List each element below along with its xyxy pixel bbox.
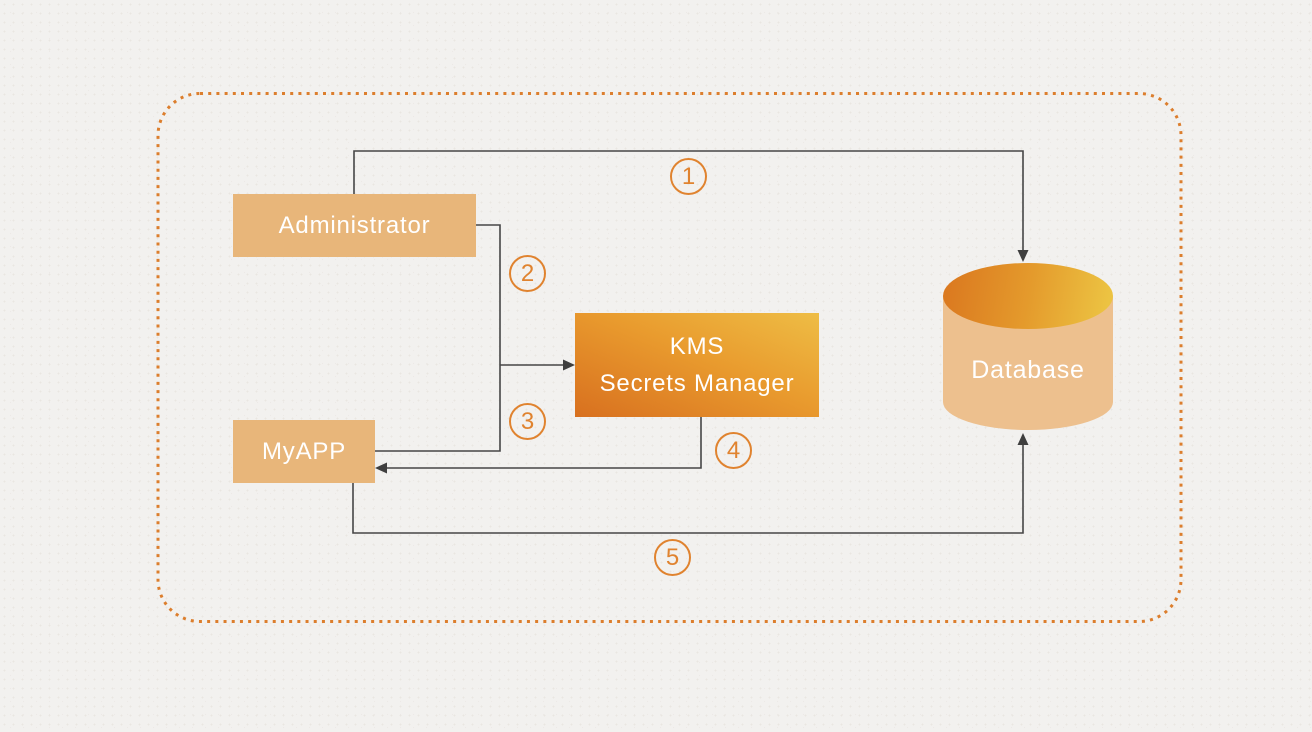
administrator-label: Administrator bbox=[278, 211, 431, 239]
connector-1 bbox=[353, 150, 1024, 251]
kms-label: KMS Secrets Manager bbox=[599, 332, 795, 397]
kms-secrets-manager-node: KMS Secrets Manager bbox=[575, 313, 819, 417]
dotted-boundary bbox=[156, 92, 1183, 623]
arrowhead-down-icon bbox=[1017, 250, 1029, 262]
step-badge-5: 5 bbox=[654, 539, 691, 576]
arrowhead-up-icon bbox=[1017, 433, 1029, 445]
myapp-node: MyAPP bbox=[233, 420, 375, 483]
connector-4 bbox=[387, 417, 702, 469]
arrowhead-left-icon bbox=[375, 462, 387, 474]
step-badge-1: 1 bbox=[670, 158, 707, 195]
myapp-label: MyAPP bbox=[261, 437, 346, 465]
connector-5 bbox=[352, 444, 1024, 534]
step-badge-4: 4 bbox=[715, 432, 752, 469]
database-node: Database bbox=[943, 263, 1113, 430]
database-cylinder-top bbox=[943, 263, 1113, 329]
step-badge-3: 3 bbox=[509, 403, 546, 440]
step-badge-2: 2 bbox=[509, 255, 546, 292]
database-label: Database bbox=[971, 355, 1085, 384]
connector-2-3-trunk bbox=[375, 224, 501, 452]
arrowhead-right-icon bbox=[563, 359, 575, 371]
administrator-node: Administrator bbox=[233, 194, 476, 257]
